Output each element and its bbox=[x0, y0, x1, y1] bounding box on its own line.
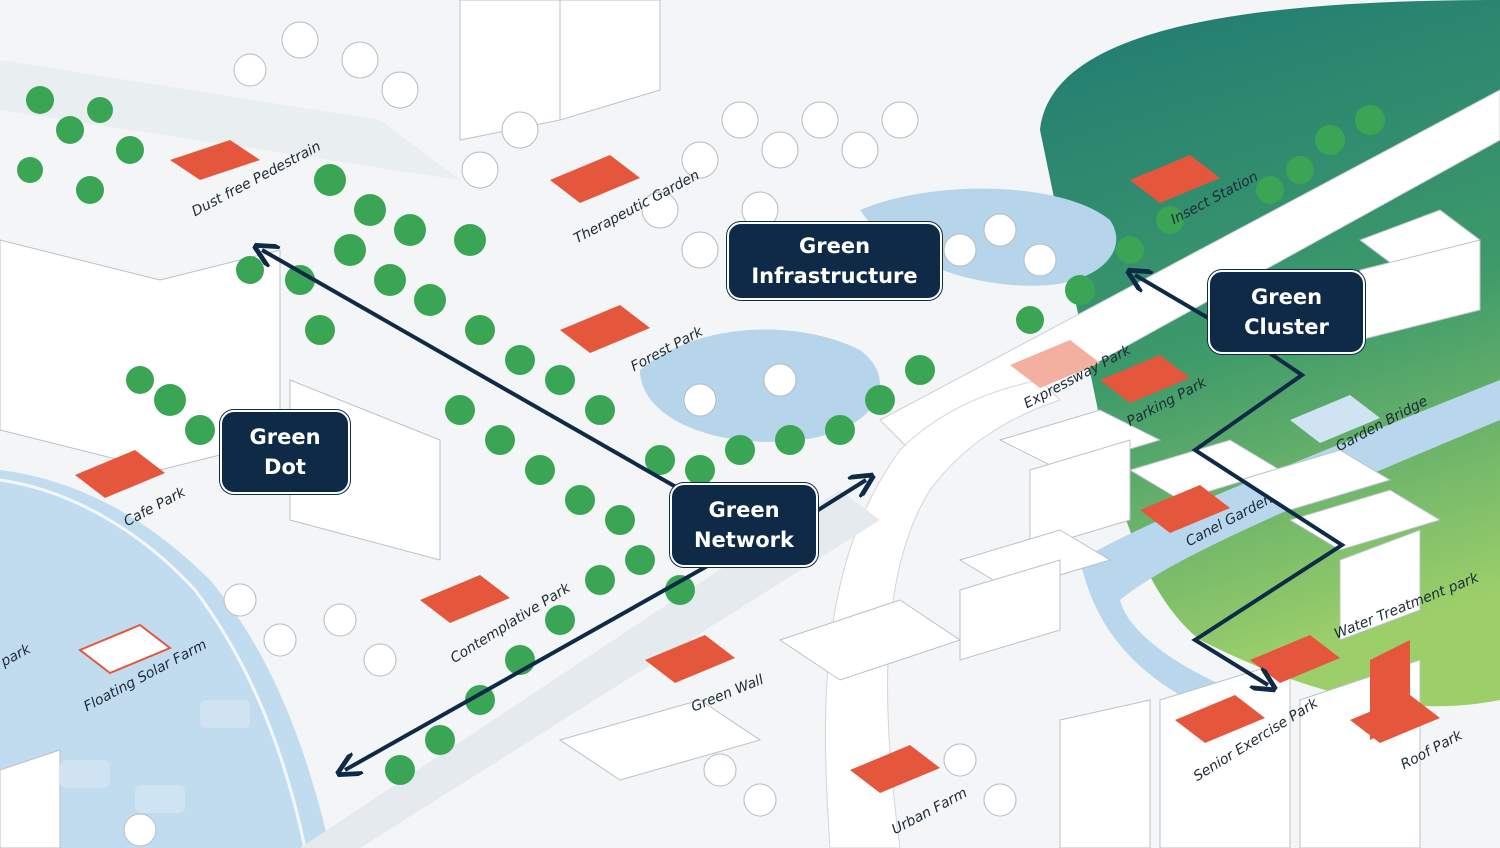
river-left bbox=[0, 470, 330, 848]
canal-right bbox=[1080, 380, 1500, 720]
avenue-lower bbox=[300, 490, 880, 848]
green-network-line2: Network bbox=[693, 528, 794, 552]
road-top-left bbox=[0, 60, 460, 180]
green-trees bbox=[17, 86, 1385, 785]
white-trees bbox=[123, 21, 1057, 847]
green-dot-callout: Green Dot bbox=[220, 410, 350, 494]
green-infrastructure-line2: Infrastructure bbox=[751, 264, 918, 288]
green-network-callout: Green Network bbox=[670, 483, 818, 567]
green-dot-line2: Dot bbox=[264, 455, 306, 479]
green-infrastructure-callout: Green Infrastructure bbox=[727, 222, 942, 300]
green-dot-line1: Green bbox=[249, 425, 321, 449]
green-cluster-line1: Green bbox=[1250, 285, 1323, 309]
green-cluster-callout: Green Cluster bbox=[1208, 270, 1365, 354]
green-network-line1: Green bbox=[708, 498, 780, 522]
green-infrastructure-line1: Green bbox=[798, 234, 871, 258]
park-pads bbox=[60, 140, 1440, 813]
green-cluster-line2: Cluster bbox=[1244, 315, 1329, 339]
green-network-arrows bbox=[262, 250, 866, 770]
